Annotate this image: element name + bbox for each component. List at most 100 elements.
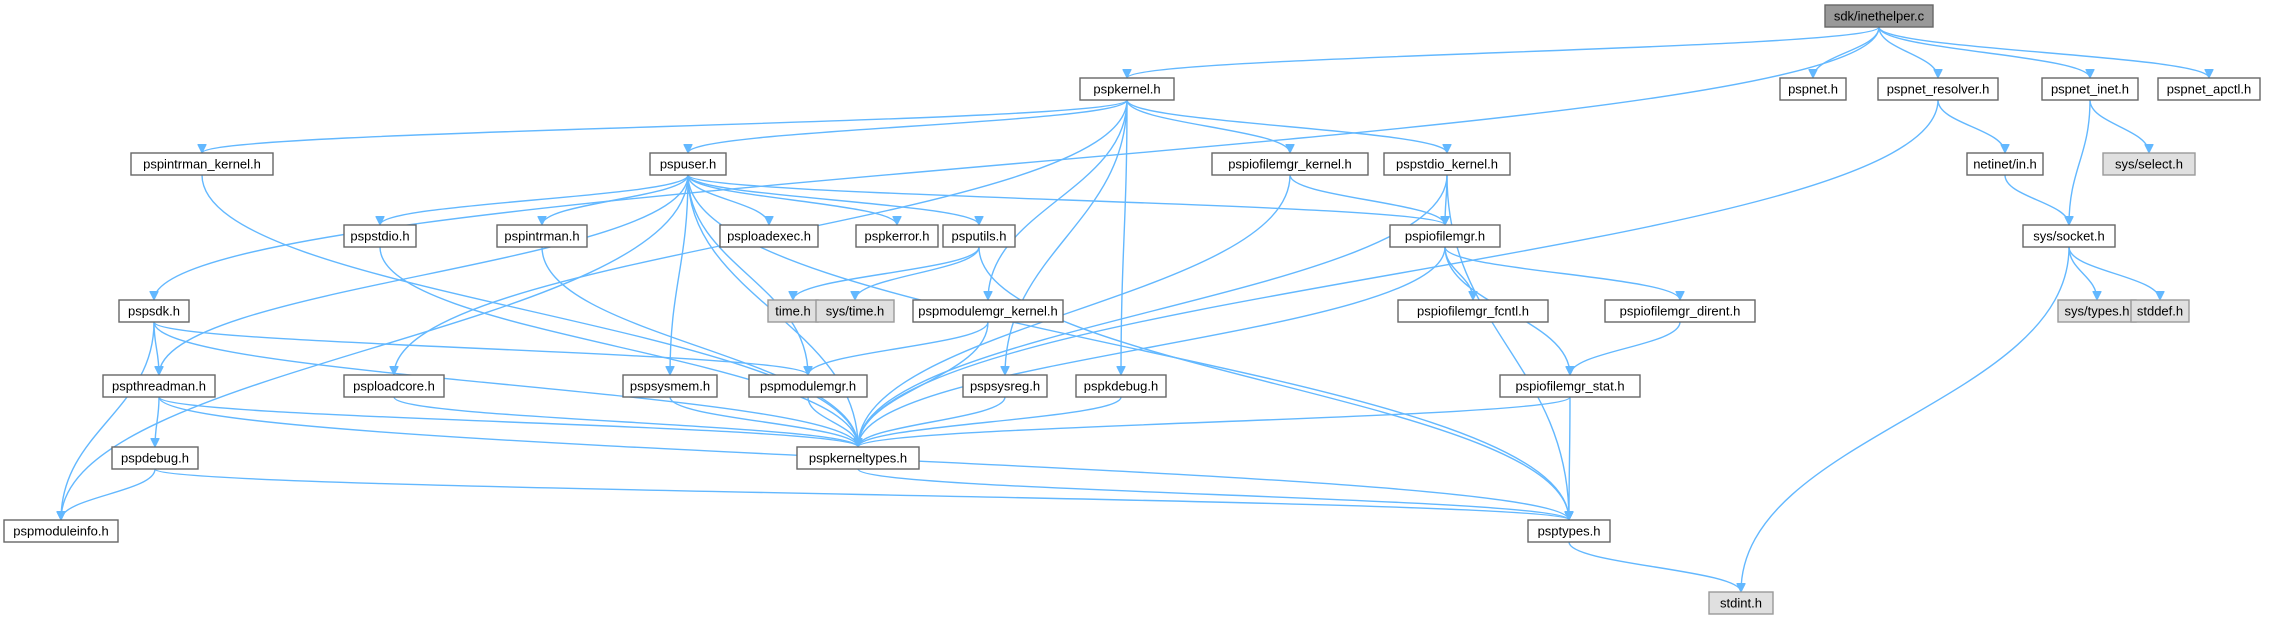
node-box-pspthreadman (102, 374, 216, 398)
node-pspstdio_kernel[interactable]: pspstdio_kernel.h (1383, 152, 1511, 176)
file-nodes: sdk/inethelper.c pspkernel.h pspnet.h pspne… (3, 4, 2261, 615)
node-label-pspmodulemgr: pspmodulemgr.h (760, 379, 856, 394)
edge-pspsdk-to-pspmodulemgr (153, 321, 808, 376)
edge-pspdebug-to-psptypes (154, 468, 1569, 521)
edge-pspiofilemgr-to-pspkerneltypes (858, 246, 1446, 447)
node-box-pspnet_apctl (2157, 77, 2261, 101)
node-pspiofilemgr[interactable]: pspiofilemgr.h (1389, 224, 1501, 248)
node-label-psputils: psputils.h (952, 229, 1007, 244)
edge-pspkernel-to-pspuser (688, 99, 1128, 154)
node-pspkernel[interactable]: pspkernel.h (1079, 77, 1175, 101)
edge-pspiofilemgr_stat-to-pspkerneltypes (858, 396, 1571, 448)
node-box-psputils (942, 224, 1016, 248)
node-pspstdio[interactable]: pspstdio.h (343, 224, 417, 248)
node-psptypes[interactable]: psptypes.h (1527, 519, 1611, 543)
node-netinet_in[interactable]: netinet/in.h (1966, 152, 2044, 176)
node-pspintrman_kernel[interactable]: pspintrman_kernel.h (130, 152, 274, 176)
edge-pspuser-to-pspiofilemgr (687, 174, 1445, 226)
node-pspmodulemgr_kernel[interactable]: pspmodulemgr_kernel.h (912, 299, 1064, 323)
node-label-pspiofilemgr: pspiofilemgr.h (1405, 229, 1485, 244)
node-box-pspdebug (111, 446, 199, 470)
edge-pspuser-to-pspintrman (542, 174, 689, 226)
node-pspuser[interactable]: pspuser.h (649, 152, 727, 176)
node-pspnet_inet[interactable]: pspnet_inet.h (2041, 77, 2139, 101)
node-label-stdint: stdint.h (1720, 596, 1762, 611)
node-label-sys_types: sys/types.h (2064, 304, 2129, 319)
edge-pspuser-to-psputils (687, 174, 979, 226)
edge-pspsdk-to-pspkerneltypes (153, 321, 858, 448)
node-label-psploadcore: psploadcore.h (353, 379, 435, 394)
node-label-pspnet_apctl: pspnet_apctl.h (2167, 82, 2252, 97)
node-sys_types: sys/types.h (2057, 299, 2137, 323)
node-label-stddef: stddef.h (2137, 304, 2183, 319)
node-label-pspmodulemgr_kernel: pspmodulemgr_kernel.h (918, 304, 1057, 319)
node-pspsdk[interactable]: pspsdk.h (118, 299, 190, 323)
node-box-pspsysmem (622, 374, 718, 398)
node-pspiofilemgr_fcntl[interactable]: pspiofilemgr_fcntl.h (1397, 299, 1549, 323)
edge-inethelper-to-pspnet_resolver (1878, 26, 1938, 79)
node-box-pspnet (1779, 77, 1847, 101)
edge-pspstdio_kernel-to-pspkerneltypes (858, 174, 1448, 447)
node-box-pspsdk (118, 299, 190, 323)
node-box-stdint (1708, 591, 1774, 615)
edge-pspkdebug-to-pspkerneltypes (858, 396, 1122, 448)
node-pspintrman[interactable]: pspintrman.h (496, 224, 588, 248)
node-label-pspintrman_kernel: pspintrman_kernel.h (143, 157, 261, 172)
node-label-pspthreadman: pspthreadman.h (112, 379, 206, 394)
node-box-pspiofilemgr (1389, 224, 1501, 248)
edge-pspiofilemgr_dirent-to-pspiofilemgr_stat (1570, 321, 1681, 376)
node-psputils[interactable]: psputils.h (942, 224, 1016, 248)
node-box-netinet_in (1966, 152, 2044, 176)
node-box-psploadcore (343, 374, 445, 398)
node-label-pspnet_inet: pspnet_inet.h (2051, 82, 2129, 97)
node-label-pspsysmem: pspsysmem.h (630, 379, 710, 394)
node-label-pspkerror: pspkerror.h (864, 229, 929, 244)
node-pspkerneltypes[interactable]: pspkerneltypes.h (796, 446, 920, 470)
edge-sys_socket-to-stddef (2068, 246, 2160, 301)
node-inethelper[interactable]: sdk/inethelper.c (1824, 4, 1934, 28)
edge-pspkernel-to-pspkdebug (1121, 99, 1128, 375)
node-sys_socket[interactable]: sys/socket.h (2022, 224, 2116, 248)
edge-pspkernel-to-pspsysreg (1005, 99, 1128, 375)
node-pspnet[interactable]: pspnet.h (1779, 77, 1847, 101)
edge-pspdebug-to-pspmoduleinfo (61, 468, 156, 521)
node-pspmodulemgr[interactable]: pspmodulemgr.h (748, 374, 868, 398)
edge-pspstdio-to-pspkerneltypes (379, 246, 858, 447)
node-box-psploadexec (719, 224, 819, 248)
edge-pspkernel-to-pspintrman_kernel (202, 99, 1128, 154)
node-box-pspuser (649, 152, 727, 176)
node-pspsysmem[interactable]: pspsysmem.h (622, 374, 718, 398)
edge-psptypes-to-stdint (1568, 541, 1741, 593)
node-pspkdebug[interactable]: pspkdebug.h (1075, 374, 1167, 398)
node-pspthreadman[interactable]: pspthreadman.h (102, 374, 216, 398)
node-pspkerror[interactable]: pspkerror.h (855, 224, 939, 248)
node-box-pspnet_resolver (1877, 77, 1999, 101)
node-box-pspkdebug (1075, 374, 1167, 398)
node-stdint: stdint.h (1708, 591, 1774, 615)
node-pspiofilemgr_kernel[interactable]: pspiofilemgr_kernel.h (1211, 152, 1369, 176)
edge-inethelper-to-pspsdk (154, 26, 1880, 300)
node-psploadexec[interactable]: psploadexec.h (719, 224, 819, 248)
node-psploadcore[interactable]: psploadcore.h (343, 374, 445, 398)
node-label-pspiofilemgr_kernel: pspiofilemgr_kernel.h (1228, 157, 1352, 172)
node-pspsysreg[interactable]: pspsysreg.h (962, 374, 1048, 398)
node-pspmoduleinfo[interactable]: pspmoduleinfo.h (3, 519, 119, 543)
node-pspnet_resolver[interactable]: pspnet_resolver.h (1877, 77, 1999, 101)
node-pspiofilemgr_stat[interactable]: pspiofilemgr_stat.h (1499, 374, 1641, 398)
node-pspdebug[interactable]: pspdebug.h (111, 446, 199, 470)
edge-pspiofilemgr_kernel-to-pspkerneltypes (858, 174, 1291, 447)
edge-inethelper-to-pspnet_apctl (1878, 26, 2209, 79)
node-pspnet_apctl[interactable]: pspnet_apctl.h (2157, 77, 2261, 101)
node-label-time: time.h (775, 304, 810, 319)
edge-pspuser-to-pspmodulemgr (687, 174, 808, 375)
node-sys_select: sys/select.h (2102, 152, 2196, 176)
edge-pspnet_inet-to-sys_socket (2069, 99, 2091, 225)
node-box-pspkerror (855, 224, 939, 248)
edge-pspthreadman-to-pspdebug (155, 396, 160, 447)
node-sys_time: sys/time.h (815, 299, 895, 323)
edge-pspintrman_kernel-to-pspkerneltypes (201, 174, 858, 447)
node-label-pspdebug: pspdebug.h (121, 451, 189, 466)
node-label-pspsysreg: pspsysreg.h (970, 379, 1040, 394)
node-pspiofilemgr_dirent[interactable]: pspiofilemgr_dirent.h (1604, 299, 1756, 323)
